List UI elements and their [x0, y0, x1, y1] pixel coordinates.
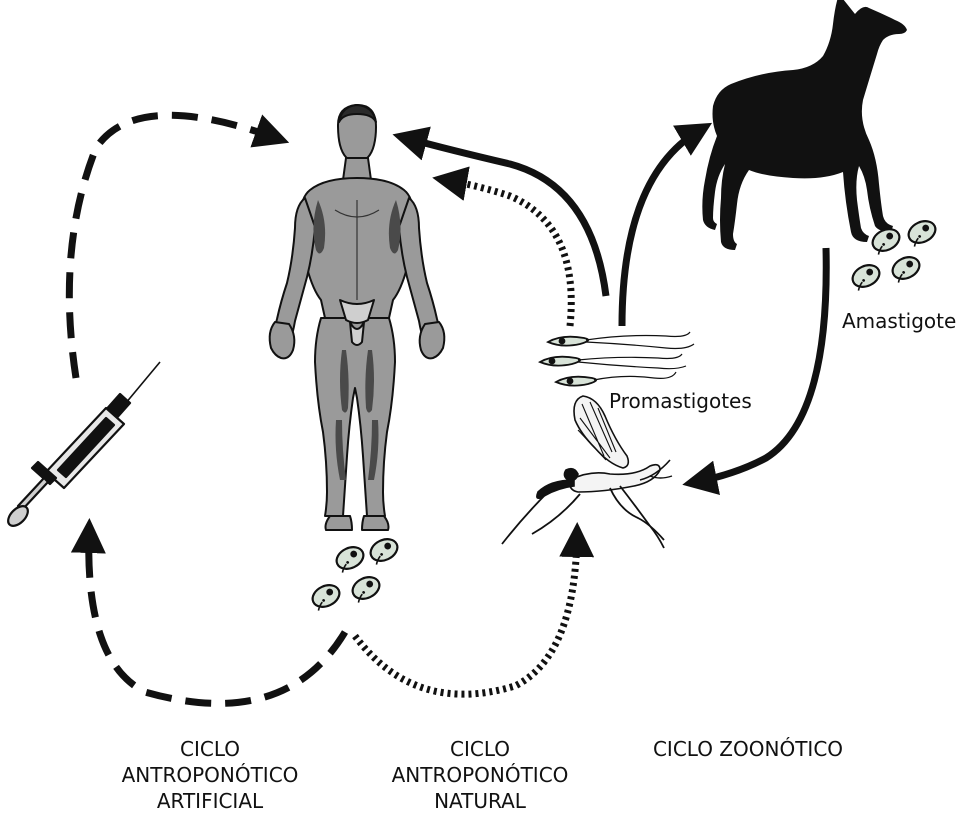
amastigote-cells-human [309, 535, 401, 611]
arrow-promastigotes-to-dog [622, 130, 700, 326]
amastigote-label: Amastigote [842, 309, 956, 333]
caption-zoonotic: CICLO ZOONÓTICO [628, 736, 868, 762]
syringe-icon [5, 362, 160, 529]
caption-artificial-line-1: CICLO [110, 736, 310, 762]
caption-artificial-line-2: ANTROPONÓTICO [110, 762, 310, 788]
arrow-promastigotes-to-human-solid [406, 138, 606, 296]
dog-silhouette [702, 0, 907, 250]
caption-zoonotic-line-1: CICLO ZOONÓTICO [628, 736, 868, 762]
sandfly-icon [502, 396, 672, 548]
promastigote-cells [540, 332, 694, 386]
promastigote-1 [548, 332, 694, 349]
arrow-promastigotes-to-human-dotted [446, 180, 571, 326]
caption-natural-line-2: ANTROPONÓTICO [380, 762, 580, 788]
caption-artificial-line-3: ARTIFICIAL [110, 788, 310, 814]
caption-natural: CICLO ANTROPONÓTICO NATURAL [380, 736, 580, 814]
amastigote-cells-dog [849, 217, 939, 291]
human-figure [270, 105, 445, 530]
promastigotes-label: Promastigotes [609, 389, 752, 413]
caption-natural-line-3: NATURAL [380, 788, 580, 814]
caption-artificial: CICLO ANTROPONÓTICO ARTIFICIAL [110, 736, 310, 814]
caption-natural-line-1: CICLO [380, 736, 580, 762]
arrow-human-to-syringe [89, 532, 345, 703]
promastigote-3 [556, 372, 676, 386]
arrow-syringe-to-human [69, 115, 276, 378]
arrow-dog-to-sandfly [696, 248, 826, 482]
promastigote-2 [540, 354, 686, 369]
